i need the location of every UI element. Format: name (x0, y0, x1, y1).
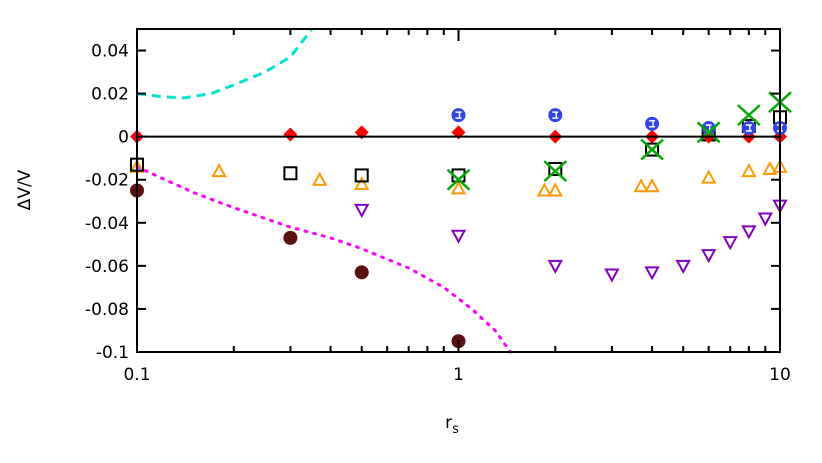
error-bar (552, 111, 559, 119)
triangle-up-point (311, 171, 328, 186)
y-tick-label: -0.06 (85, 257, 129, 277)
triangle-down-point (675, 259, 691, 274)
triangle-up-point (536, 182, 553, 197)
triangle-down-point (741, 225, 757, 240)
square-point (548, 161, 563, 176)
square-point (283, 166, 298, 181)
circle-errorbar-point (645, 116, 660, 131)
triangle-down-point (757, 212, 773, 227)
cross-point (446, 168, 471, 191)
triangle-down-point (547, 259, 563, 274)
triangle-up-point (741, 163, 757, 178)
error-bar (745, 124, 752, 132)
y-tick-label: 0.04 (91, 42, 129, 62)
cross-point (737, 104, 761, 127)
diamond-point (283, 127, 298, 142)
filled-circle-point (354, 265, 369, 280)
circle-errorbar-point (701, 121, 716, 136)
y-tick-label: -0.04 (85, 214, 129, 234)
cross-point (696, 121, 721, 144)
triangle-down-point (722, 236, 738, 251)
ticks: 0.04 0.02 0 -0.02 -0.04 -0.06 -0.08 -0.10.1 1 10 (85, 29, 791, 385)
triangle-up-point (211, 163, 227, 178)
triangle-up-point (354, 175, 370, 191)
triangle-down-point (450, 229, 467, 244)
dashed-curve (136, 28, 314, 100)
triangle-down-point (604, 268, 620, 283)
circle-errorbar-point (451, 108, 466, 123)
triangle-up-point (644, 178, 660, 193)
y-tick-label: -0.1 (96, 343, 129, 363)
plot-frame (136, 28, 781, 353)
y-tick-label: -0.08 (85, 300, 129, 320)
triangle-down-point (700, 249, 717, 264)
triangle-up-point (547, 182, 563, 197)
error-bar (455, 111, 462, 119)
x-tick-label: 10 (769, 365, 791, 385)
triangle-up-point (633, 178, 649, 193)
cross-point (543, 160, 568, 183)
error-bar (649, 119, 656, 128)
dotted-curve (135, 165, 512, 354)
y-tick-label: 0 (118, 128, 129, 148)
circle-errorbar-point (548, 108, 563, 123)
triangle-down-point (644, 266, 660, 281)
x-axis-label: rs (445, 413, 459, 437)
triangle-up-point (450, 180, 467, 195)
y-axis-label: ΔV/V (15, 169, 35, 210)
triangle-up-point (700, 169, 717, 184)
triangle-up-point (762, 160, 778, 175)
y-tick-label: -0.02 (85, 171, 129, 191)
filled-circle-point (283, 230, 298, 245)
triangle-down-point (354, 203, 370, 218)
x-tick-label: 1 (453, 365, 464, 385)
x-tick-label: 0.1 (123, 365, 150, 385)
y-tick-label: 0.02 (91, 85, 129, 105)
circle-errorbar-point (741, 121, 756, 136)
data-marks (129, 28, 792, 354)
square-point (354, 168, 369, 183)
cross-point (640, 138, 664, 161)
